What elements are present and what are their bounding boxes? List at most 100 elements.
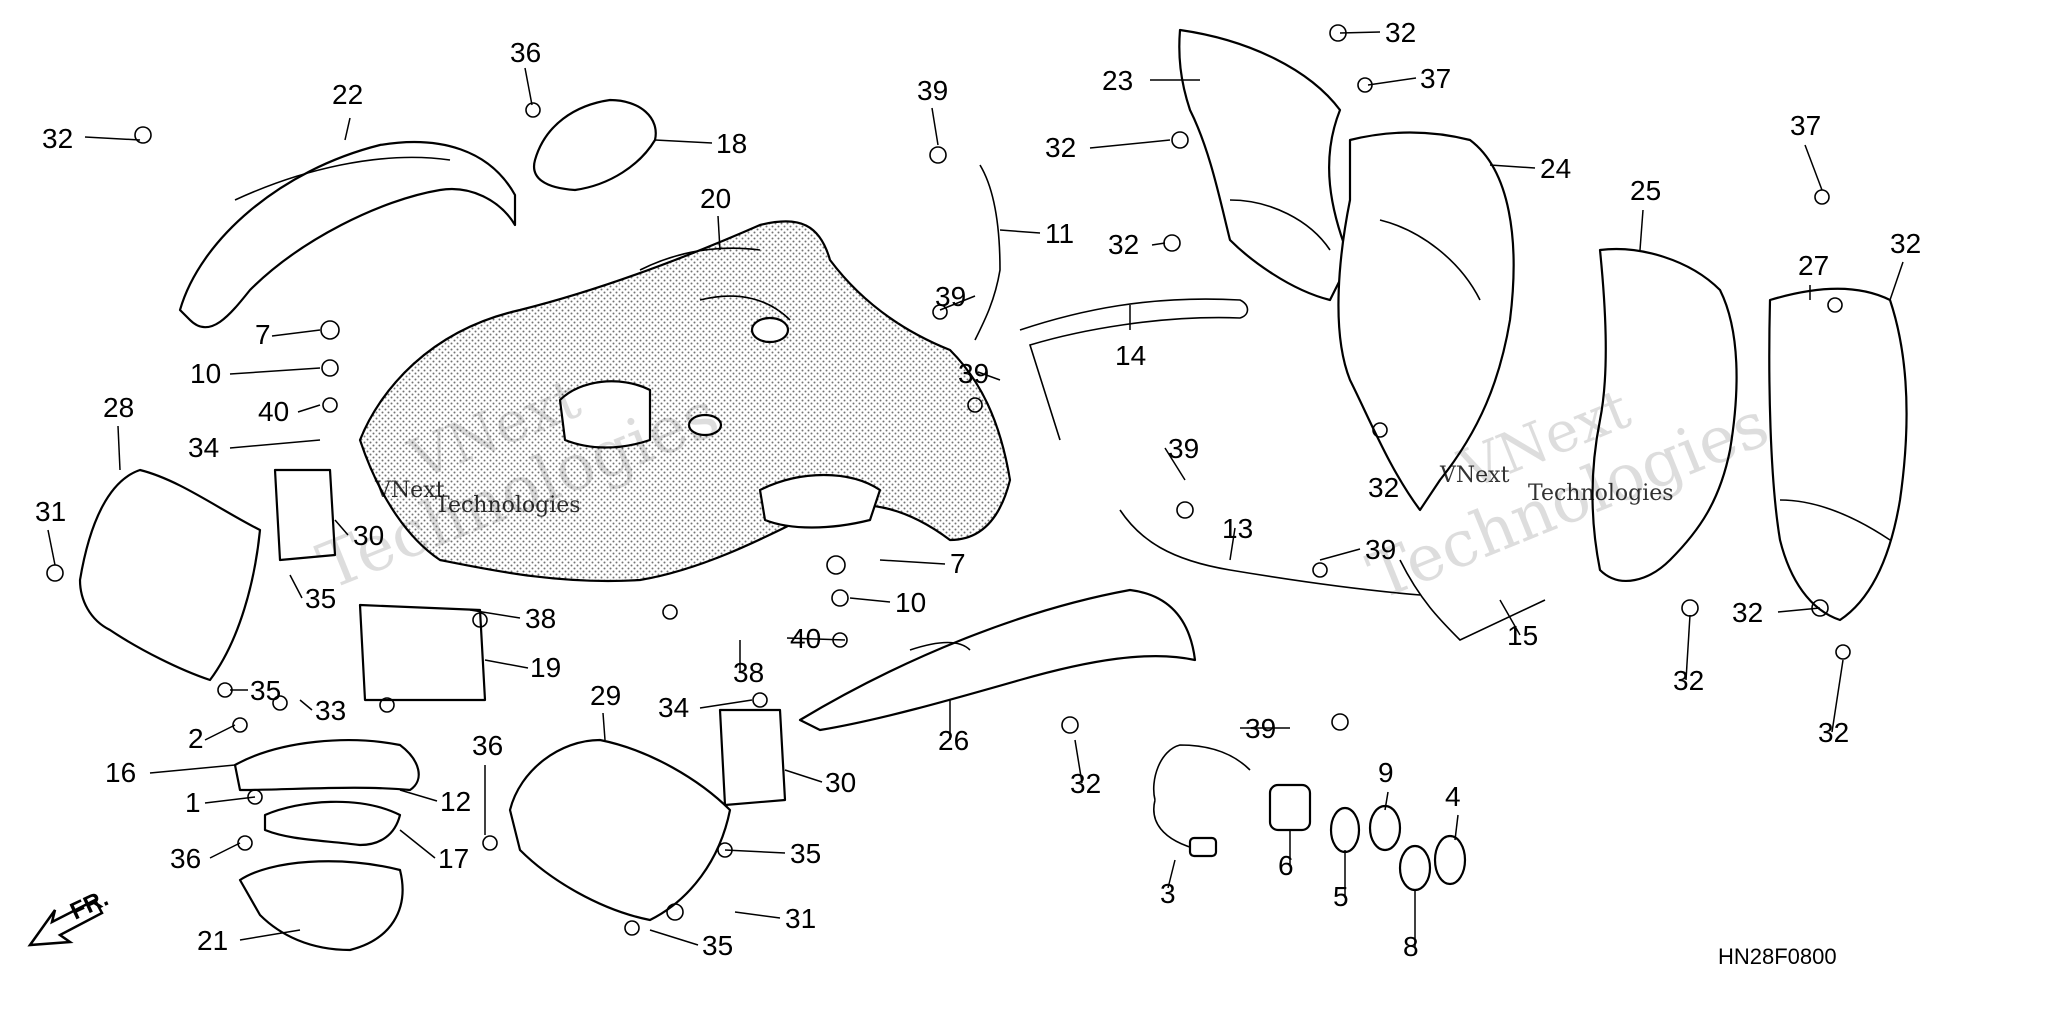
leader-line xyxy=(1889,261,1904,301)
svg-text:Technologies: Technologies xyxy=(1528,481,1674,506)
leader-line xyxy=(204,724,236,741)
callout-19: 19 xyxy=(530,652,561,683)
part-8-washer xyxy=(1398,844,1432,892)
callout-26: 26 xyxy=(938,725,969,756)
part-24-inner-panel xyxy=(1337,131,1515,512)
callout-32: 32 xyxy=(1732,597,1763,628)
part-4-cap xyxy=(1433,834,1467,886)
leader-line xyxy=(229,367,321,375)
part-15-cable xyxy=(1399,559,1546,641)
part-13-cable xyxy=(1119,509,1421,596)
callout-32: 32 xyxy=(42,123,73,154)
leader-line xyxy=(879,559,946,565)
leader-line xyxy=(524,67,533,106)
part-3-harness xyxy=(1153,744,1251,851)
leader-line xyxy=(469,609,521,619)
part-21-flap xyxy=(238,860,404,952)
callout-35: 35 xyxy=(702,930,733,961)
callout-36: 36 xyxy=(510,37,541,68)
callout-39: 39 xyxy=(1365,534,1396,565)
leader-line xyxy=(344,117,351,141)
leader-line xyxy=(289,574,303,599)
callout-2: 2 xyxy=(188,723,204,754)
callout-11: 11 xyxy=(1045,218,1074,249)
leader-line xyxy=(84,136,141,141)
part-18-cover xyxy=(532,98,657,192)
leader-line xyxy=(1367,77,1417,86)
callout-32: 32 xyxy=(1673,665,1704,696)
leader-line xyxy=(649,929,699,946)
leader-line xyxy=(977,371,1001,381)
leader-line xyxy=(724,849,786,854)
callout-8: 8 xyxy=(1403,931,1419,962)
callout-18: 18 xyxy=(716,128,747,159)
callout-29: 29 xyxy=(590,680,621,711)
callout-22: 22 xyxy=(332,79,363,110)
callout-13: 13 xyxy=(1222,513,1253,544)
leader-line xyxy=(1319,548,1361,561)
callout-32: 32 xyxy=(1368,472,1399,503)
part-26-side-rail xyxy=(798,588,1197,732)
callout-34: 34 xyxy=(658,692,689,723)
part-19-box xyxy=(358,603,487,702)
part-28-left-bracket xyxy=(78,468,262,682)
part-27-right-rear-panel xyxy=(1768,287,1908,622)
part-6-socket xyxy=(1268,783,1312,832)
callout-16: 16 xyxy=(105,757,136,788)
part-11-rod xyxy=(974,164,1001,341)
callout-15: 15 xyxy=(1507,620,1538,651)
part-30b-duct xyxy=(718,708,787,807)
leader-line xyxy=(1229,527,1236,561)
callout-23: 23 xyxy=(1102,65,1133,96)
callout-32: 32 xyxy=(1818,717,1849,748)
callout-4: 4 xyxy=(1445,781,1461,812)
callout-12: 12 xyxy=(440,786,471,817)
leader-line xyxy=(1164,447,1186,481)
leader-line xyxy=(1639,209,1644,251)
leader-line xyxy=(1685,614,1691,681)
callout-38: 38 xyxy=(733,657,764,688)
parts-artwork xyxy=(46,24,1908,952)
leader-line xyxy=(999,229,1041,234)
callout-33: 33 xyxy=(315,695,346,726)
leader-line xyxy=(149,764,236,774)
leader-line xyxy=(117,425,121,471)
callout-35: 35 xyxy=(250,675,281,706)
leader-line xyxy=(717,215,721,251)
svg-text:VNext: VNext xyxy=(374,478,445,503)
callout-40: 40 xyxy=(790,623,821,654)
leader-line xyxy=(399,829,436,859)
callout-40: 40 xyxy=(258,396,289,427)
leader-line xyxy=(602,712,606,741)
leader-line xyxy=(784,769,823,783)
front-direction-indicator: FR. xyxy=(27,885,113,947)
callout-39: 39 xyxy=(958,358,989,389)
leader-line xyxy=(1167,859,1176,889)
callout-39: 39 xyxy=(935,281,966,312)
leader-line xyxy=(1777,607,1821,613)
leader-line xyxy=(849,597,891,603)
callout-37: 37 xyxy=(1790,110,1821,141)
callout-32: 32 xyxy=(1045,132,1076,163)
part-23-panel xyxy=(1178,28,1352,302)
leader-line xyxy=(484,659,529,669)
leader-line xyxy=(47,529,56,566)
callout-6: 6 xyxy=(1278,850,1294,881)
leader-line xyxy=(654,139,713,144)
callout-27: 27 xyxy=(1798,250,1829,281)
leader-line xyxy=(1489,164,1536,169)
callout-34: 34 xyxy=(188,432,219,463)
leader-line xyxy=(399,789,438,802)
part-16-guard xyxy=(233,739,420,792)
part-29-lower-bracket xyxy=(508,738,732,922)
leader-line xyxy=(229,439,321,449)
leader-line xyxy=(271,329,321,337)
callout-35: 35 xyxy=(790,838,821,869)
callout-24: 24 xyxy=(1540,153,1571,184)
part-17-seal xyxy=(263,800,402,847)
callout-30: 30 xyxy=(353,520,384,551)
part-22-fender xyxy=(178,141,517,329)
part-30-duct xyxy=(273,468,337,562)
callout-37: 37 xyxy=(1420,63,1451,94)
callout-30: 30 xyxy=(825,767,856,798)
